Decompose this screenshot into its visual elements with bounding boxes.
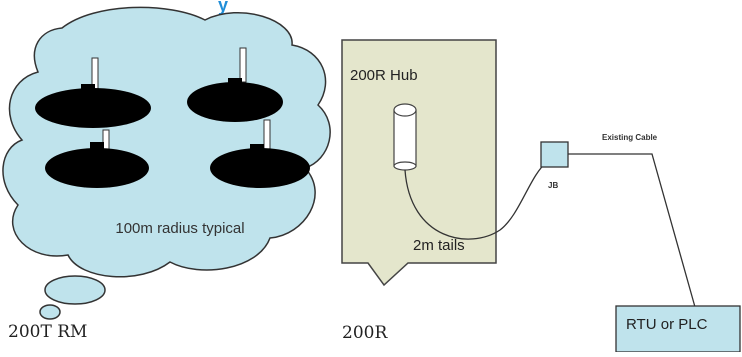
cloud-tail [39, 275, 106, 320]
hub-box [341, 39, 497, 287]
radio-module-3 [45, 129, 149, 188]
radio-module-4 [210, 119, 310, 188]
cloud-tail-bubble-large [44, 275, 106, 305]
top-fragment: y [218, 0, 228, 15]
radio-module-2 [187, 47, 283, 122]
tail-cable [404, 161, 548, 240]
caption-200r: 200R [342, 323, 388, 343]
junction-box [540, 141, 569, 168]
cloud-radius-label: 100m radius typical [115, 220, 244, 237]
hub-antenna [393, 103, 417, 171]
rtu-box [615, 305, 741, 353]
existing-cable [568, 153, 696, 308]
radio-module-1 [35, 57, 151, 128]
caption-200t-rm: 200T RM [8, 322, 87, 342]
coverage-cloud [2, 6, 331, 278]
junction-box-label: JB [548, 181, 558, 190]
rtu-label: RTU or PLC [626, 316, 708, 333]
existing-cable-label: Existing Cable [602, 133, 658, 142]
cloud-tail-bubble-small [39, 304, 61, 320]
hub-title: 200R Hub [350, 67, 418, 84]
hub-tails-label: 2m tails [413, 237, 465, 254]
